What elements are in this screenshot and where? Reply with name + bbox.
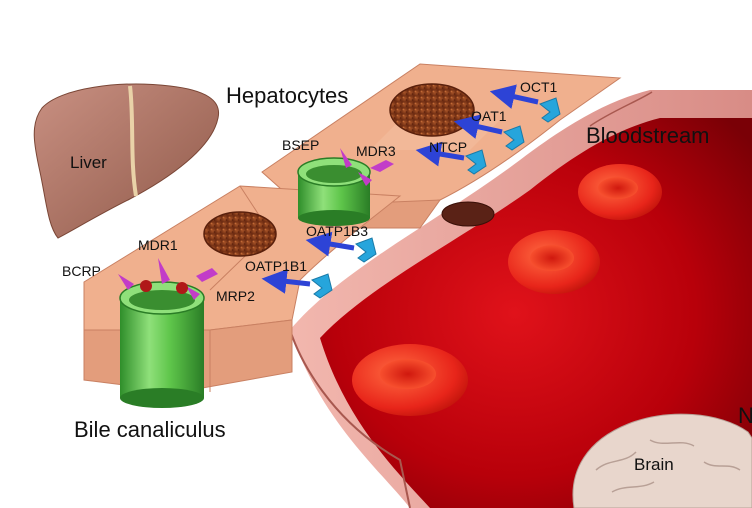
nucleus-lower: [203, 211, 277, 257]
mdr3-label: MDR3: [356, 143, 396, 159]
mdr1-label: MDR1: [138, 237, 178, 253]
red-blood-cell-3: [352, 344, 468, 416]
bsep-label: BSEP: [282, 137, 319, 153]
oatp1b1-label: OATP1B1: [245, 258, 307, 274]
mrp2-label: MRP2: [216, 288, 255, 304]
bile-canaliculus-label: Bile canaliculus: [74, 417, 226, 442]
brain-label: Brain: [634, 455, 674, 474]
efflux-transporters: [118, 148, 394, 300]
ntcp-label: NTCP: [429, 139, 467, 155]
brain-organ: [572, 413, 752, 508]
nucleus-upper: [389, 83, 475, 137]
bloodstream-label: Bloodstream: [586, 123, 710, 148]
bile-canaliculus-lower: [119, 281, 205, 408]
edge-letter-label: N: [738, 403, 752, 428]
liver-organ: [33, 83, 220, 239]
hepatocytes-label: Hepatocytes: [226, 83, 348, 108]
nucleus-endothelial: [441, 201, 495, 227]
oatp1b3-label: OATP1B3: [306, 223, 368, 239]
oct1-label: OCT1: [520, 79, 558, 95]
bile-canaliculus-upper: [297, 157, 371, 226]
uptake-arrows: [261, 84, 539, 294]
liver-label: Liver: [70, 153, 107, 172]
oat1-label: OAT1: [471, 108, 507, 124]
uptake-transporters: [311, 97, 561, 299]
red-blood-cell-2: [508, 230, 600, 294]
red-blood-cell-1: [578, 164, 662, 220]
bcrp-label: BCRP: [62, 263, 101, 279]
